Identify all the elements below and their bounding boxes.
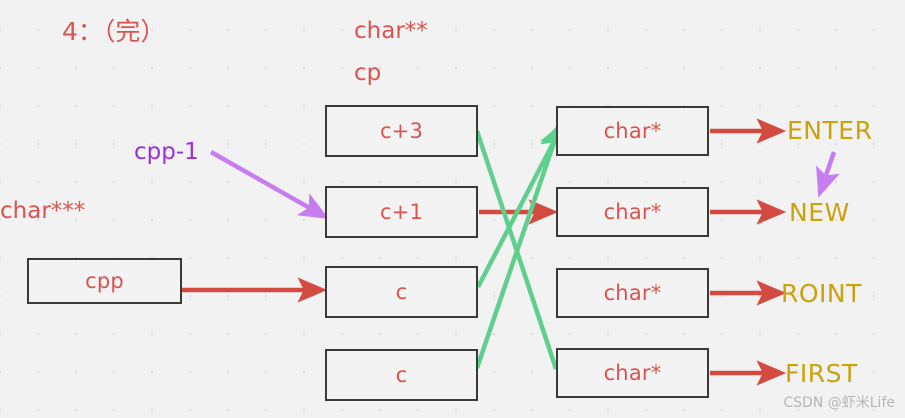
label-cpp-minus-1: cpp-1 xyxy=(134,139,199,165)
link-c-row3-to-char1 xyxy=(476,120,565,289)
label-char-triple-star: char*** xyxy=(0,198,86,224)
output-label-first: FIRST xyxy=(785,359,858,388)
link-cplus3-to-char4 xyxy=(474,130,559,370)
watermark: CSDN @虾米Life xyxy=(783,395,895,411)
node-right-1[interactable]: char* xyxy=(556,187,709,237)
node-cpp[interactable]: cpp xyxy=(27,258,182,304)
node-middle-2[interactable]: c xyxy=(325,266,478,318)
node-middle-3[interactable]: c xyxy=(325,349,478,401)
arrow-cpp-minus-1-to-cplus1 xyxy=(209,150,330,219)
node-right-0[interactable]: char* xyxy=(556,106,709,156)
label-cp: cp xyxy=(354,60,382,86)
output-label-roint: ROINT xyxy=(781,279,862,308)
label-char-double-star: char** xyxy=(354,18,428,44)
output-label-enter: ENTER xyxy=(787,116,873,145)
link-c-row4-to-char1 xyxy=(474,120,564,369)
node-middle-1[interactable]: c+1 xyxy=(325,186,478,238)
arrow-enter-to-new xyxy=(816,151,840,198)
output-label-new: NEW xyxy=(789,198,850,227)
node-right-2[interactable]: char* xyxy=(556,268,709,318)
page-title: 4：（完） xyxy=(62,17,166,46)
node-right-3[interactable]: char* xyxy=(556,348,709,398)
node-middle-0[interactable]: c+3 xyxy=(325,105,478,157)
